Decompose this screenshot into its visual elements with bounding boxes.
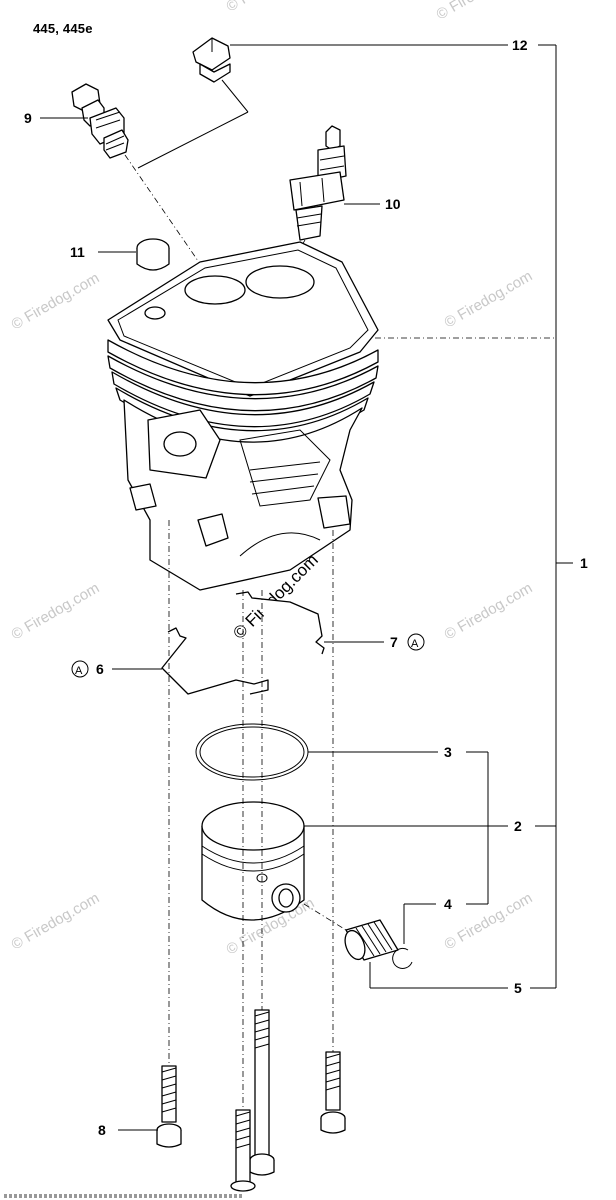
bolt-mid-lower <box>230 1109 256 1192</box>
callout-1: 1 <box>580 555 588 571</box>
part-11-cap <box>136 238 170 271</box>
part-7-gasket <box>235 591 325 655</box>
part-1-cylinder <box>107 241 379 591</box>
part-12-plug <box>192 37 231 83</box>
callout-6: 6 <box>96 661 104 677</box>
callout-5: 5 <box>514 980 522 996</box>
watermark-mid-right: © Firedog.com <box>442 579 536 643</box>
bottom-strip <box>4 1194 244 1198</box>
part-9-decompression-valve <box>71 83 129 159</box>
kit-marker-6: A <box>71 660 89 678</box>
part-5-needle-bearing <box>344 919 399 961</box>
part-3-piston-ring <box>195 723 309 781</box>
part-4-circlip <box>392 947 413 969</box>
callout-10: 10 <box>385 196 401 212</box>
watermark-top-right: © Firedog.com <box>442 267 536 331</box>
svg-text:A: A <box>75 665 83 677</box>
alignment-lines <box>168 520 347 1110</box>
callout-2: 2 <box>514 818 522 834</box>
bolt-right <box>320 1051 346 1134</box>
watermark-top-left: © Firedog.com <box>9 269 103 333</box>
bolt-left <box>156 1065 182 1148</box>
callout-7: 7 <box>390 634 398 650</box>
part-8-bolts <box>156 1009 346 1192</box>
watermark-low-left: © Firedog.com <box>9 889 103 953</box>
part-10-spark-plug <box>289 125 347 241</box>
svg-text:A: A <box>411 638 419 650</box>
callout-3: 3 <box>444 744 452 760</box>
kit-marker-7: A <box>407 633 425 651</box>
watermark-mid-left: © Firedog.com <box>9 579 103 643</box>
leader-12-to-9 <box>221 79 249 113</box>
callout-11: 11 <box>70 244 85 260</box>
assembly-bracket <box>230 44 573 989</box>
part-2-piston <box>201 801 305 921</box>
callout-12: 12 <box>512 37 528 53</box>
watermark-top-corner-left: © Firedog.com <box>224 0 318 15</box>
callout-4: 4 <box>444 896 452 912</box>
callout-9: 9 <box>24 110 32 126</box>
bolt-mid-upper <box>249 1009 275 1176</box>
part-6-gasket <box>161 627 269 695</box>
callouts: 12 9 10 11 1 7 6 3 2 4 5 8 <box>24 37 588 1138</box>
watermark-top-corner-right: © Firedog.com <box>434 0 528 23</box>
model-label: 445, 445e <box>33 21 93 36</box>
callout-8: 8 <box>98 1122 106 1138</box>
